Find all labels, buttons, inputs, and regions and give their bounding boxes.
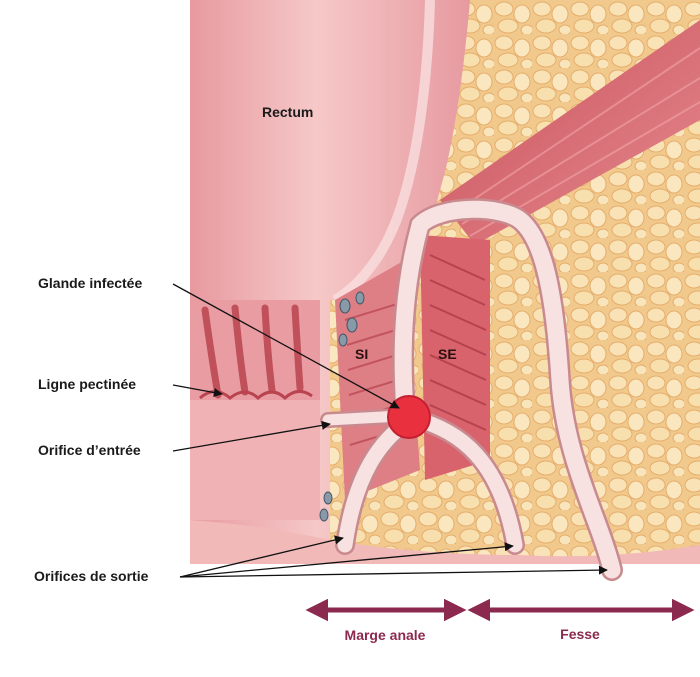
skin-surface (190, 520, 700, 565)
leader-lines (172, 283, 608, 578)
label-fesse: Fesse (560, 626, 600, 642)
label-external-sphincter: SE (438, 346, 457, 362)
label-rectum: Rectum (262, 104, 314, 120)
label-orifice-entree: Orifice d’entrée (38, 442, 141, 458)
label-orifices-sortie: Orifices de sortie (34, 568, 149, 584)
infected-gland-abscess (387, 395, 431, 439)
label-marge-anale: Marge anale (344, 627, 426, 643)
levator-muscle (440, 20, 700, 245)
label-glande-infectee: Glande infectée (38, 275, 143, 291)
label-ligne-pectinee: Ligne pectinée (38, 376, 137, 392)
fistula-tracts (320, 198, 623, 581)
label-internal-sphincter: SI (355, 346, 369, 362)
anal-glands (319, 291, 365, 522)
anal-columns (201, 304, 304, 399)
